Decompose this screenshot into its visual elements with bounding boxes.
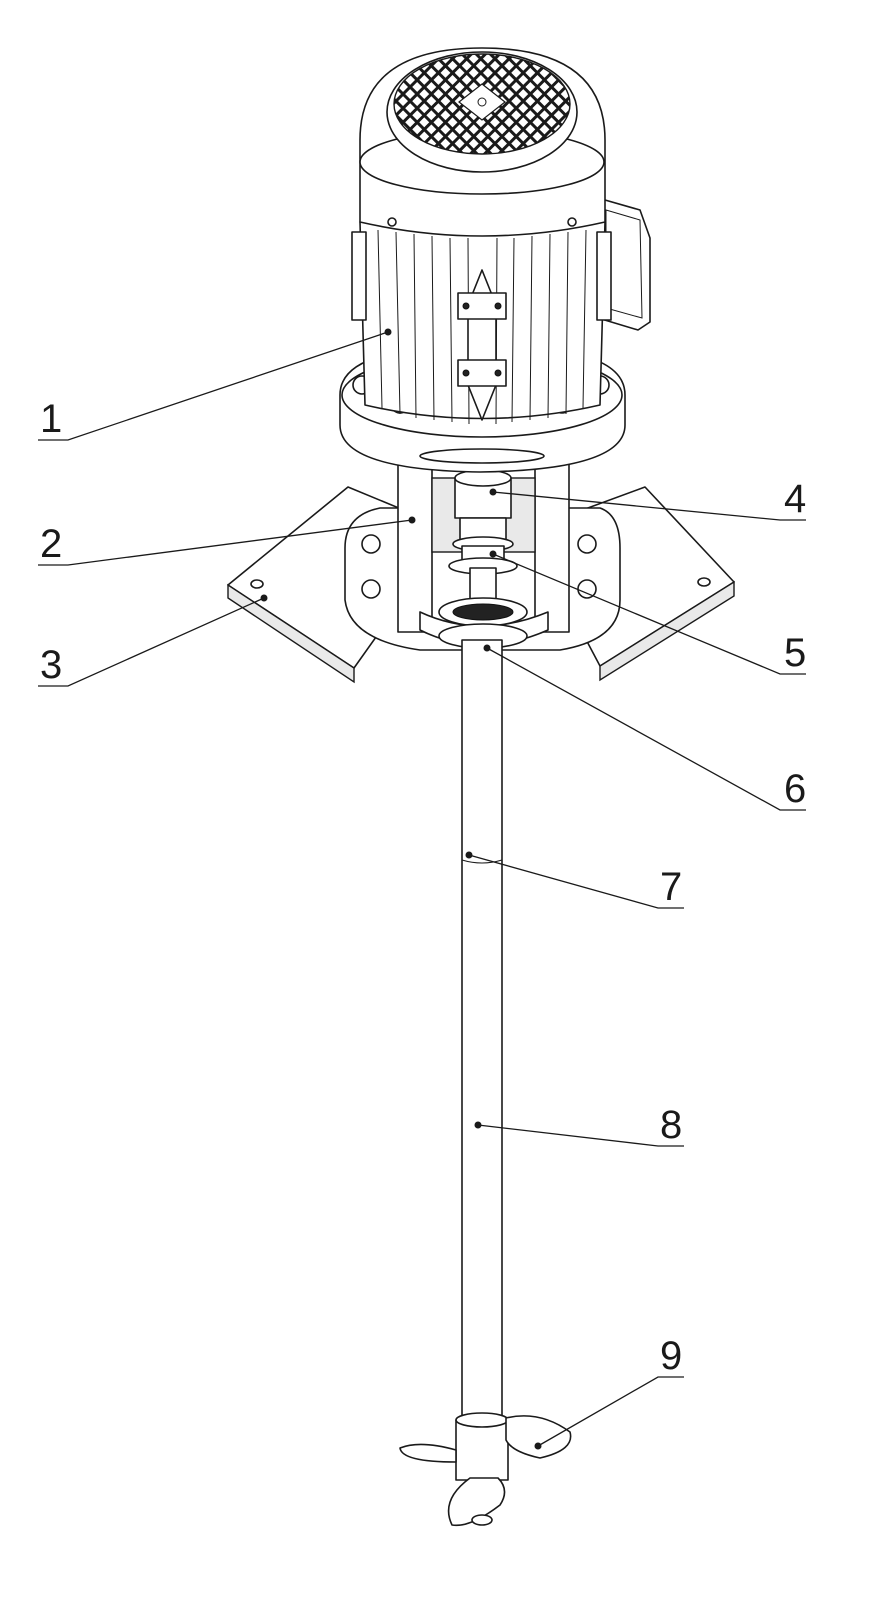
callout-labels: 1 2 3 4 5 6 7 8 9: [40, 397, 806, 1378]
callout-7: 7: [660, 865, 682, 909]
shaft-coupling: [438, 469, 528, 649]
impeller: [399, 1412, 572, 1527]
callout-5: 5: [784, 631, 806, 675]
callout-6: 6: [784, 767, 806, 811]
leader-lines: [38, 328, 806, 1450]
callout-4: 4: [784, 477, 806, 521]
callout-2: 2: [40, 522, 62, 566]
mixer-shaft: [461, 639, 503, 1431]
callout-9: 9: [660, 1334, 682, 1378]
electric-motor: [339, 47, 651, 473]
callout-1: 1: [40, 397, 62, 441]
callout-3: 3: [40, 643, 62, 687]
callout-8: 8: [660, 1103, 682, 1147]
